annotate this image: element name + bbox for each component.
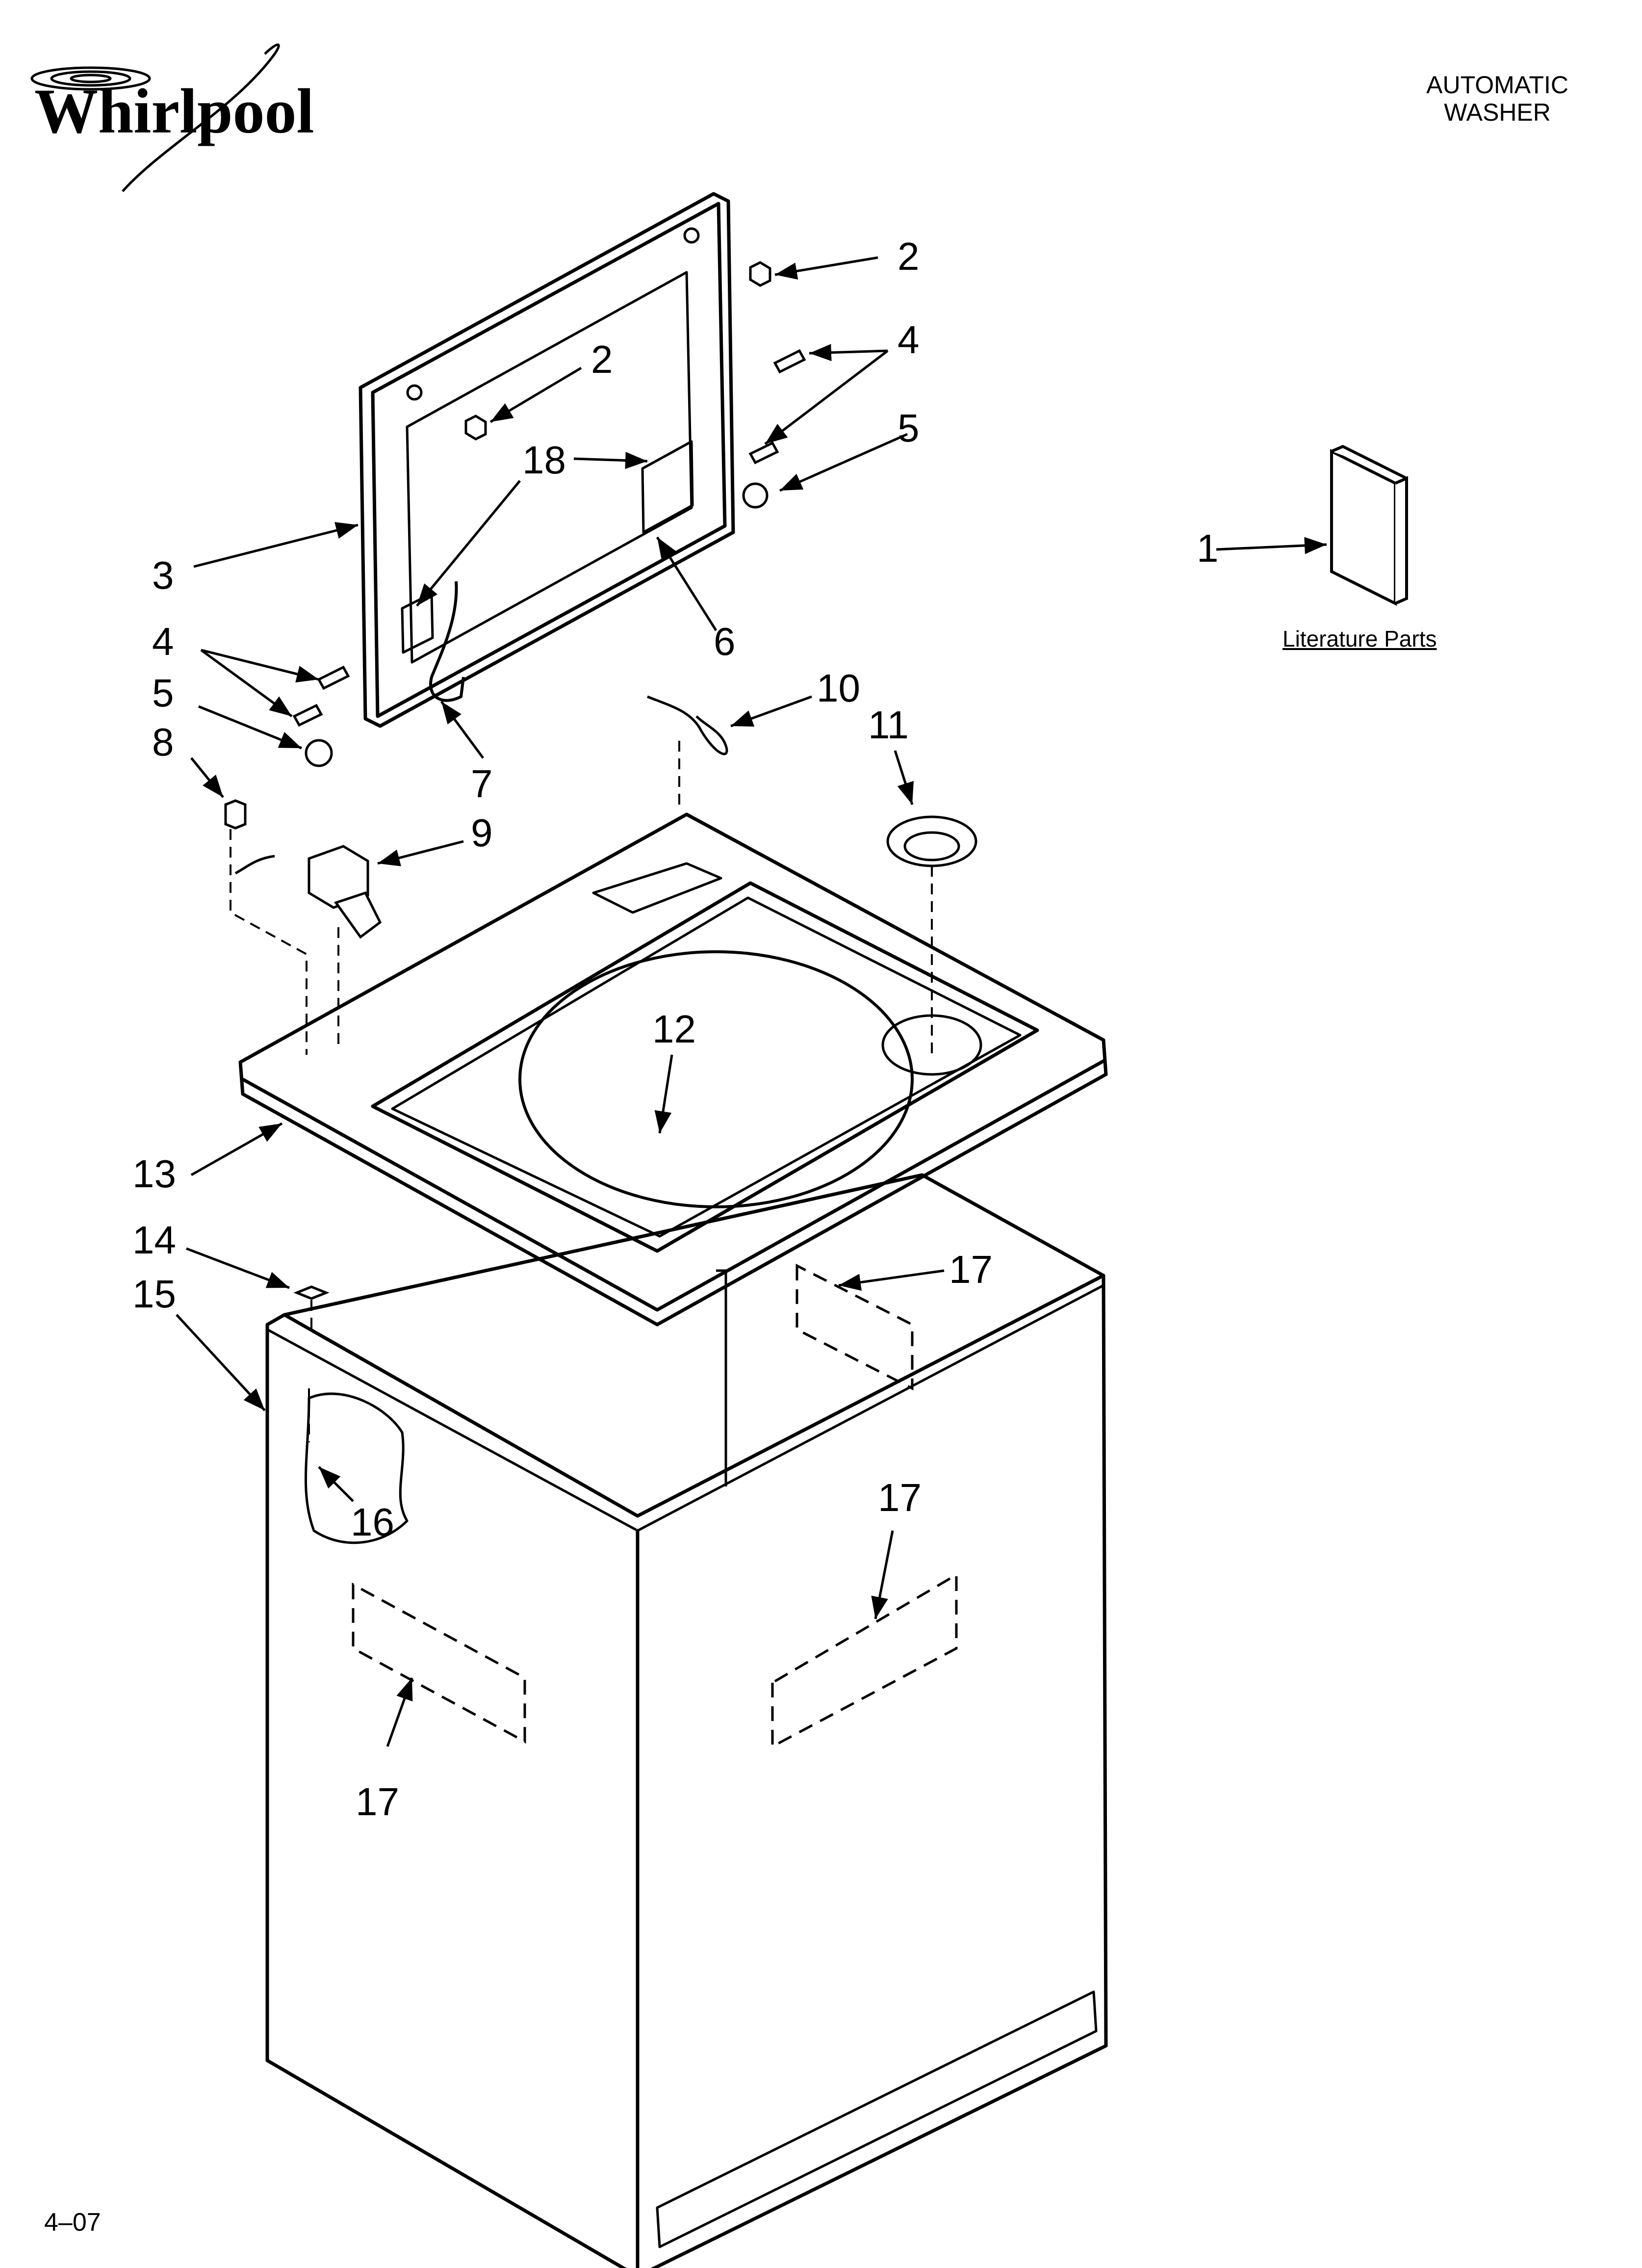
bumper-right (749, 261, 771, 287)
callout-3: 3 (152, 553, 174, 597)
bumper-left (464, 415, 487, 441)
hinge-screw-left-1 (317, 665, 350, 690)
brand-wordmark: Whirlpool (34, 76, 314, 147)
lid-assembly (359, 192, 735, 728)
insulation-pads (352, 1263, 958, 1749)
callout-17-left: 17 (356, 1780, 399, 1824)
callout-2-top: 2 (898, 235, 920, 278)
callout-8: 8 (152, 720, 174, 764)
callout-labels: 2 2 4 5 18 3 6 4 5 8 7 9 10 11 1 12 13 1… (132, 235, 1219, 1824)
hinge-screw-upper-right (773, 349, 806, 374)
callout-15: 15 (132, 1272, 176, 1316)
callout-16: 16 (351, 1500, 394, 1544)
leader-arrows (176, 256, 1327, 1747)
alignment-lines (230, 741, 933, 1442)
callout-2-mid: 2 (591, 338, 613, 381)
callout-4-right: 4 (898, 318, 920, 362)
whirlpool-logo: Whirlpool (30, 43, 314, 192)
callout-5-left: 5 (152, 671, 174, 715)
cabinet (265, 1173, 1108, 2268)
top-panel (238, 812, 1108, 1327)
small-hardware (224, 261, 977, 1477)
hinge-screw-lower-right (748, 441, 779, 465)
callout-4-left: 4 (152, 620, 174, 663)
callout-12: 12 (652, 1007, 696, 1051)
lid-switch-clip (647, 695, 728, 756)
title-line-2: WASHER (1444, 99, 1551, 126)
literature-booklet (1330, 444, 1408, 606)
callout-1: 1 (1197, 526, 1219, 570)
callout-18: 18 (522, 438, 566, 482)
hinge-nut-right (742, 482, 769, 509)
page-code: 4–07 (44, 2208, 101, 2237)
callout-17-right: 17 (878, 1476, 922, 1519)
callout-9: 9 (471, 811, 493, 855)
diagram-title: AUTOMATIC WASHER (1426, 71, 1568, 126)
title-line-1: AUTOMATIC (1426, 71, 1568, 99)
callout-5-right: 5 (898, 406, 920, 450)
callout-11: 11 (868, 703, 909, 747)
callout-17-back: 17 (949, 1248, 993, 1291)
callout-10: 10 (817, 666, 860, 710)
callout-7: 7 (471, 762, 493, 806)
hinge-nut-left (305, 739, 333, 767)
callout-6: 6 (714, 620, 736, 663)
lid-switch-screw (224, 799, 247, 830)
hinge-screw-left-2 (292, 704, 323, 727)
callout-14: 14 (132, 1218, 176, 1262)
cabinet-clip (293, 1285, 330, 1300)
callout-13: 13 (132, 1152, 176, 1196)
literature-parts-label: Literature Parts (1283, 626, 1437, 652)
